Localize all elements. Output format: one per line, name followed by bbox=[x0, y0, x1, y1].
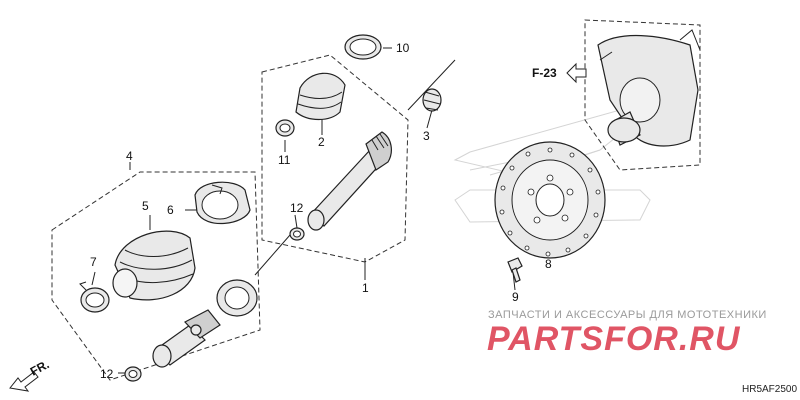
callout-11[interactable]: 11 bbox=[278, 153, 291, 167]
callout-5[interactable]: 5 bbox=[142, 199, 149, 213]
callout-1[interactable]: 1 bbox=[362, 281, 369, 295]
boot-5 bbox=[112, 230, 196, 301]
callout-6[interactable]: 6 bbox=[167, 203, 174, 217]
knuckle-hub bbox=[597, 29, 701, 147]
page-reference-arrow bbox=[566, 62, 587, 84]
drive-shaft-1 bbox=[307, 131, 392, 231]
page-reference-label[interactable]: F-23 bbox=[532, 66, 557, 80]
group-1-outline bbox=[261, 54, 409, 263]
callout-12-lower[interactable]: 12 bbox=[100, 367, 114, 381]
spring-3 bbox=[422, 88, 442, 112]
watermark-logo: PARTSFOR.RU bbox=[487, 320, 741, 358]
drawing-code: HR5AF2500 bbox=[742, 384, 797, 395]
callout-10[interactable]: 10 bbox=[396, 41, 410, 55]
bolt-9 bbox=[507, 257, 523, 283]
group-4-outline bbox=[51, 171, 261, 381]
watermark-caption: ЗАПЧАСТИ И АКСЕССУАРЫ ДЛЯ МОТОТЕХНИКИ bbox=[488, 309, 767, 321]
callout-7[interactable]: 7 bbox=[90, 255, 97, 269]
clamp-7 bbox=[79, 281, 110, 313]
callout-2[interactable]: 2 bbox=[318, 135, 325, 149]
brake-disc-8 bbox=[494, 141, 606, 259]
callout-12-upper[interactable]: 12 bbox=[290, 201, 304, 215]
callout-4[interactable]: 4 bbox=[126, 149, 133, 163]
leader-lines bbox=[91, 47, 549, 374]
knuckle-outline bbox=[584, 19, 701, 171]
universal-joint bbox=[152, 309, 221, 368]
band-6 bbox=[194, 181, 251, 225]
front-direction-arrow bbox=[9, 371, 39, 392]
callout-3[interactable]: 3 bbox=[423, 129, 430, 143]
callout-8[interactable]: 8 bbox=[545, 257, 552, 271]
boot-2 bbox=[295, 72, 346, 121]
callout-9[interactable]: 9 bbox=[512, 290, 519, 304]
oil-seal bbox=[216, 279, 258, 317]
